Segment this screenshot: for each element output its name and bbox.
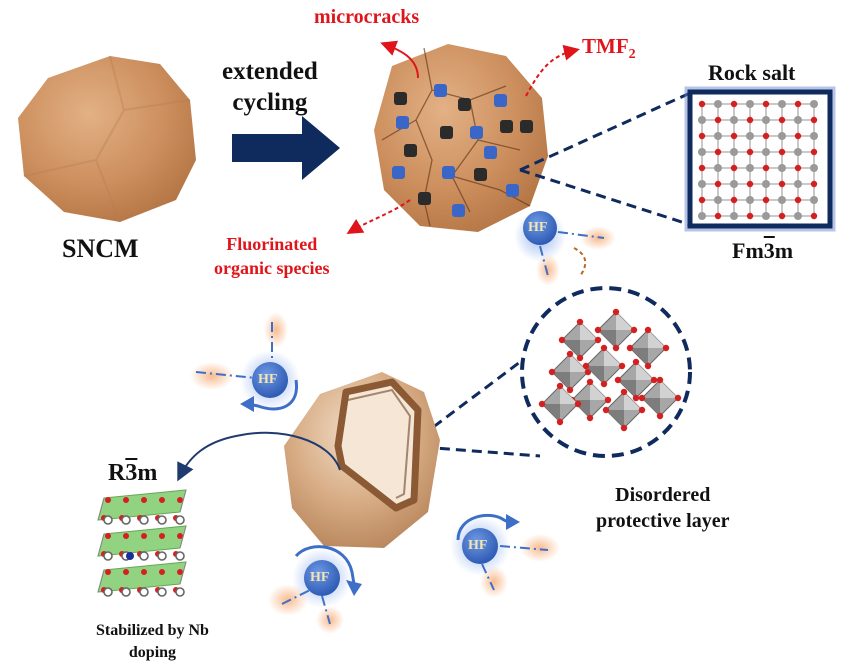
hf-molecule-4 (450, 513, 560, 598)
zoom-line-bottom (519, 168, 689, 226)
rock-salt-structure (684, 86, 836, 232)
stabilized-line1: Stabilized by Nb (96, 622, 209, 639)
microcracks-arrow (380, 40, 419, 79)
hf-label-4: HF (468, 538, 488, 553)
hf-molecule-1 (514, 210, 616, 286)
tm-deposits (392, 84, 533, 217)
fluorinated-arrow (346, 199, 411, 235)
tmf2-label: TMF2 (582, 34, 636, 63)
r3m-pre: R (108, 460, 126, 486)
layered-structure (97, 489, 187, 597)
hf-molecule-3 (268, 545, 362, 634)
fm3m-bar: 3 (763, 238, 775, 263)
disordered-line2: protective layer (596, 510, 730, 532)
extended-cycling-arrow (232, 116, 340, 180)
sncm-label: SNCM (62, 234, 139, 263)
hf-label-2: HF (258, 372, 278, 387)
tmf2-sub: 2 (628, 47, 636, 63)
extended-line1: extended (222, 58, 318, 85)
cycled-particle (374, 44, 548, 232)
fm3m-post: m (774, 238, 794, 263)
r3m-label: R3m (108, 460, 157, 487)
zoom-line-2a (407, 348, 537, 448)
zoom-line-top (519, 92, 689, 172)
hf-label-1: HF (528, 220, 548, 235)
extended-line2: cycling (232, 89, 308, 116)
stabilized-line2: doping (128, 644, 177, 661)
disordered-line1: Disordered (615, 484, 711, 506)
coated-particle (284, 372, 440, 548)
fluorinated-line2: organic species (214, 258, 330, 278)
r3m-bar: 3 (125, 460, 138, 486)
fm3m-label: Fm3m (732, 238, 793, 264)
r3m-arrow (177, 431, 341, 482)
stabilized-label: Stabilized by Nb doping (96, 620, 209, 664)
microcracks-label: microcracks (314, 6, 420, 28)
fluorinated-label: Fluorinated organic species (214, 232, 329, 280)
disordered-layer-zoom (520, 286, 692, 458)
disordered-label: Disordered protective layer (596, 482, 729, 534)
rock-salt-label: Rock salt (708, 60, 796, 85)
fluorinated-line1: Fluorinated (226, 234, 318, 254)
tmf2-main: TMF (582, 34, 629, 58)
hf-label-3: HF (310, 570, 330, 585)
hf-molecule-2 (190, 312, 300, 412)
tmf2-arrow (525, 44, 580, 97)
sncm-particle (18, 55, 196, 223)
extended-cycling-label: extended cycling (222, 56, 318, 118)
fm3m-pre: Fm (732, 238, 764, 263)
r3m-post: m (137, 460, 158, 486)
